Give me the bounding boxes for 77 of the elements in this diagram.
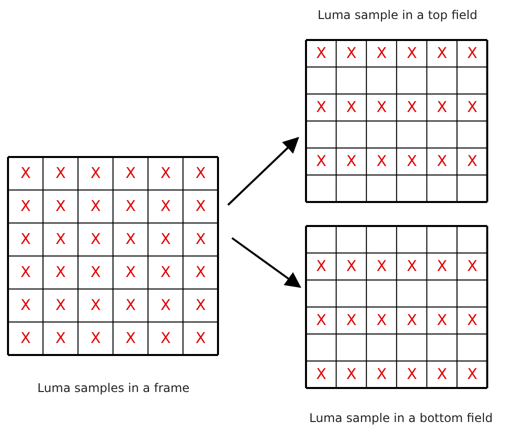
sample-mark: X: [20, 232, 31, 246]
sample-mark: X: [316, 312, 326, 328]
sample-mark: X: [376, 154, 387, 168]
sample-mark: X: [376, 100, 387, 114]
sample-mark: X: [406, 258, 417, 274]
sample-mark: X: [20, 330, 31, 346]
sample-mark: X: [316, 100, 326, 114]
sample-mark: X: [467, 366, 478, 382]
sample-mark: X: [20, 298, 31, 312]
sample-mark: X: [316, 154, 326, 168]
sample-mark: X: [56, 166, 66, 180]
sample-mark: X: [406, 46, 417, 60]
sample-mark: X: [376, 312, 387, 328]
sample-mark: X: [160, 232, 171, 246]
sample-mark: X: [196, 330, 206, 346]
sample-mark: X: [90, 198, 101, 214]
sample-mark: X: [346, 366, 357, 382]
sample-mark: X: [20, 264, 31, 280]
grid-caption: Luma samples in a frame: [36, 381, 191, 395]
sample-mark: X: [467, 258, 478, 274]
sample-mark: X: [196, 232, 206, 246]
sample-mark: X: [90, 330, 101, 346]
sample-mark: X: [56, 298, 66, 312]
grid-caption: Luma sample in a top field: [316, 8, 478, 22]
sample-mark: X: [376, 366, 387, 382]
sample-mark: X: [406, 100, 417, 114]
sample-mark: X: [56, 330, 66, 346]
arrow: [231, 237, 302, 288]
sample-mark: X: [467, 100, 478, 114]
grid-caption: Luma sample in a bottom field: [308, 411, 494, 425]
sample-mark: X: [436, 366, 448, 382]
sample-mark: X: [196, 198, 206, 214]
sample-mark: X: [126, 330, 136, 346]
sample-mark: X: [316, 46, 326, 60]
sample-mark: X: [90, 166, 101, 180]
sample-mark: X: [160, 330, 171, 346]
sample-mark: X: [90, 298, 101, 312]
sample-mark: X: [436, 154, 448, 168]
arrow: [227, 136, 300, 206]
sample-mark: X: [196, 298, 206, 312]
sample-mark: X: [406, 312, 417, 328]
sample-mark: X: [160, 166, 171, 180]
sample-mark: X: [56, 232, 66, 246]
sample-mark: X: [160, 298, 171, 312]
sample-mark: X: [196, 264, 206, 280]
sample-mark: X: [346, 312, 357, 328]
sample-mark: X: [56, 264, 66, 280]
sample-mark: X: [346, 154, 357, 168]
sample-mark: X: [406, 154, 417, 168]
sample-mark: X: [467, 312, 478, 328]
sample-mark: X: [90, 264, 101, 280]
sample-mark: X: [346, 258, 357, 274]
sample-mark: X: [20, 198, 31, 214]
sample-mark: X: [126, 298, 136, 312]
sample-mark: X: [346, 46, 357, 60]
sample-mark: X: [126, 166, 136, 180]
sample-mark: X: [467, 46, 478, 60]
sample-mark: X: [346, 100, 357, 114]
sample-mark: X: [406, 366, 417, 382]
sample-mark: X: [436, 312, 448, 328]
sample-mark: X: [126, 198, 136, 214]
sample-mark: X: [436, 100, 448, 114]
sample-mark: X: [316, 258, 326, 274]
sample-mark: X: [436, 258, 448, 274]
sample-mark: X: [467, 154, 478, 168]
sample-mark: X: [436, 46, 448, 60]
sample-mark: X: [56, 198, 66, 214]
sample-mark: X: [126, 232, 136, 246]
sample-mark: X: [160, 264, 171, 280]
sample-mark: X: [160, 198, 171, 214]
sample-mark: X: [376, 46, 387, 60]
sample-mark: X: [90, 232, 101, 246]
sample-mark: X: [376, 258, 387, 274]
sample-mark: X: [126, 264, 136, 280]
sample-mark: X: [316, 366, 326, 382]
sample-mark: X: [20, 166, 31, 180]
sample-mark: X: [196, 166, 206, 180]
